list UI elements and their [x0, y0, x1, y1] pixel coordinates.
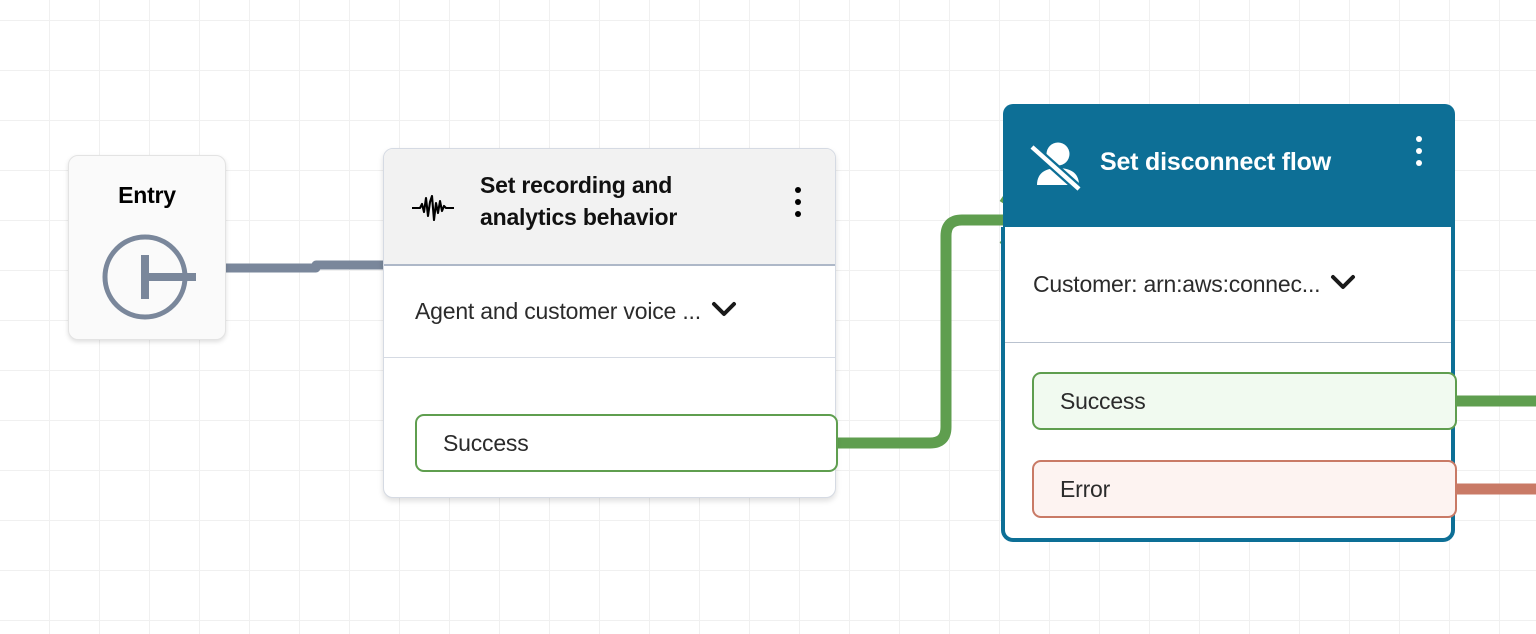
recording-parameter-label: Agent and customer voice ...	[415, 298, 701, 324]
recording-node-header: Set recording and analytics behavior	[384, 149, 835, 266]
person-slash-icon	[1029, 139, 1083, 196]
entry-circle-icon	[100, 229, 196, 330]
recording-parameter-row[interactable]: Agent and customer voice ...	[384, 266, 835, 358]
recording-node-title: Set recording and analytics behavior	[480, 172, 678, 230]
disconnect-parameter-row[interactable]: Customer: arn:aws:connec...	[1005, 227, 1451, 343]
kebab-menu-icon[interactable]	[1416, 136, 1422, 166]
disconnect-node-title: Set disconnect flow	[1100, 148, 1331, 176]
entry-node[interactable]: Entry	[68, 155, 226, 340]
disconnect-port-error[interactable]: Error	[1032, 460, 1457, 518]
disconnect-port-error-label: Error	[1060, 475, 1111, 502]
recording-port-success[interactable]: Success	[415, 414, 838, 472]
kebab-menu-icon[interactable]	[795, 187, 801, 217]
disconnect-port-success[interactable]: Success	[1032, 372, 1457, 430]
waveform-icon	[410, 194, 456, 226]
disconnect-node-header: Set disconnect flow	[1003, 104, 1455, 227]
disconnect-port-success-label: Success	[1060, 387, 1146, 414]
recording-port-success-label: Success	[443, 429, 529, 456]
entry-title: Entry	[118, 182, 176, 208]
chevron-down-icon[interactable]	[711, 301, 737, 322]
chevron-down-icon[interactable]	[1330, 274, 1356, 295]
disconnect-parameter-label: Customer: arn:aws:connec...	[1033, 271, 1321, 297]
